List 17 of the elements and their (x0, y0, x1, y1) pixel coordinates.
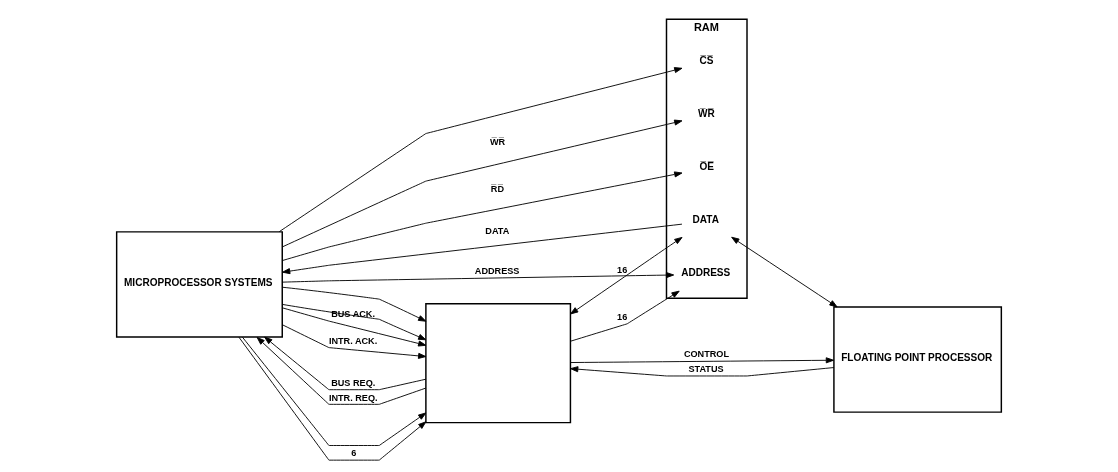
edge-label: R̅D̅ (490, 184, 505, 195)
node-text: W̅R̅ (698, 107, 715, 119)
node-text: ADDRESS (681, 267, 731, 279)
edge-label: ADDRESS (474, 265, 520, 276)
edge-label: INTR. ACK. (328, 335, 378, 346)
node-text: C̅S̅ (699, 54, 714, 66)
edge-label: CONTROL (683, 348, 730, 359)
edge-label: 16 (617, 264, 628, 275)
edge-label: DATA (485, 226, 510, 237)
edge-label: 6 (351, 448, 357, 459)
edge-label: W̅R̅ (489, 136, 506, 147)
edge-label: BUS REQ. (331, 378, 376, 389)
node-text: O̅E̅ (699, 160, 714, 172)
edge-label: STATUS (688, 364, 724, 375)
node-text: DATA (692, 214, 719, 226)
edge-label: INTR. REQ. (328, 392, 378, 403)
edge-label: 16 (617, 312, 628, 323)
